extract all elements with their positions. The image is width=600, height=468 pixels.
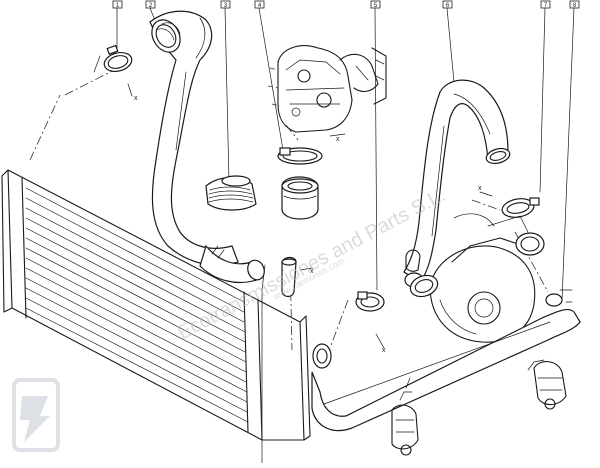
ref-label-8: 8 [573, 3, 577, 9]
dimension-x-2: x [336, 136, 340, 143]
ref-label-1: 1 [116, 3, 120, 9]
ref-label-3: 3 [224, 3, 228, 9]
dimension-x-1: x [134, 95, 138, 102]
ref-label-4: 4 [258, 3, 262, 9]
ref-label-6: 6 [446, 3, 450, 9]
lower-air-pipe [311, 289, 581, 432]
clamp-right: x [478, 185, 540, 218]
right-turbo-hose [403, 79, 511, 288]
ref-box-1 [112, 0, 123, 9]
bracket-lower-right [527, 359, 567, 410]
ref-label-7: 7 [544, 3, 548, 9]
ref-label-2: 2 [149, 3, 153, 9]
ref-box-2 [145, 0, 156, 9]
ref-box-5 [370, 0, 381, 9]
bracket-lower-center [391, 377, 419, 456]
ref-box-3 [220, 0, 231, 9]
throttle-body-assembly [267, 45, 387, 133]
watermark-logo-icon [12, 378, 60, 452]
clamp-center: x [277, 133, 346, 165]
left-intake-hose [149, 10, 265, 284]
coupler-center [281, 176, 319, 220]
small-pipe: x [281, 256, 314, 298]
ref-box-6 [442, 0, 453, 9]
dimension-x-3: x [478, 185, 482, 192]
intercooler [1, 169, 332, 441]
ref-box-8 [569, 0, 580, 9]
reference-callouts: 1 2 3 4 5 6 7 8 [112, 0, 580, 9]
ref-box-4 [254, 0, 265, 9]
dimension-x-5: x [310, 268, 314, 275]
corrugated-hose [205, 175, 257, 211]
ref-label-5: 5 [374, 3, 378, 9]
clamp-upper-left: x [93, 44, 138, 102]
ref-box-7 [540, 0, 551, 9]
dimension-x-4: x [382, 347, 386, 354]
clamp-lower-center: x [355, 291, 386, 354]
turbocharger [405, 213, 545, 343]
